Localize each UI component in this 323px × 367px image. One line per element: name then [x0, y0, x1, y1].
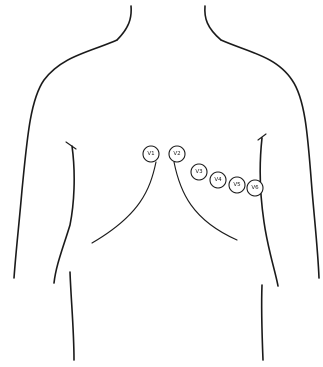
electrode-v5: V5: [229, 177, 245, 193]
right-shoulder-arm-outline: [221, 40, 319, 278]
lower-torso-left-outline: [70, 272, 74, 360]
electrode-v3: V3: [191, 164, 207, 180]
electrode-v2-label: V2: [173, 151, 180, 157]
electrode-v5-label: V5: [233, 182, 241, 188]
torso-left-outline: [54, 146, 74, 283]
electrode-v3-label: V3: [195, 169, 203, 175]
left-costal-margin: [92, 162, 156, 243]
electrode-v6-label: V6: [251, 185, 259, 191]
left-armpit-mark: [66, 142, 76, 149]
electrode-v2: V2: [169, 146, 185, 162]
electrode-v6: V6: [247, 180, 263, 196]
electrode-v1: V1: [143, 146, 159, 162]
electrode-v1-label: V1: [147, 151, 154, 157]
left-shoulder-arm-outline: [14, 40, 117, 278]
neck-left-outline: [117, 6, 131, 40]
torso-right-outline: [260, 138, 278, 286]
lower-torso-right-outline: [262, 285, 263, 360]
electrode-v4-label: V4: [214, 177, 222, 183]
electrode-group: V1 V2 V3 V4 V5 V6: [143, 146, 263, 196]
neck-right-outline: [205, 6, 221, 40]
electrode-v4: V4: [210, 172, 226, 188]
